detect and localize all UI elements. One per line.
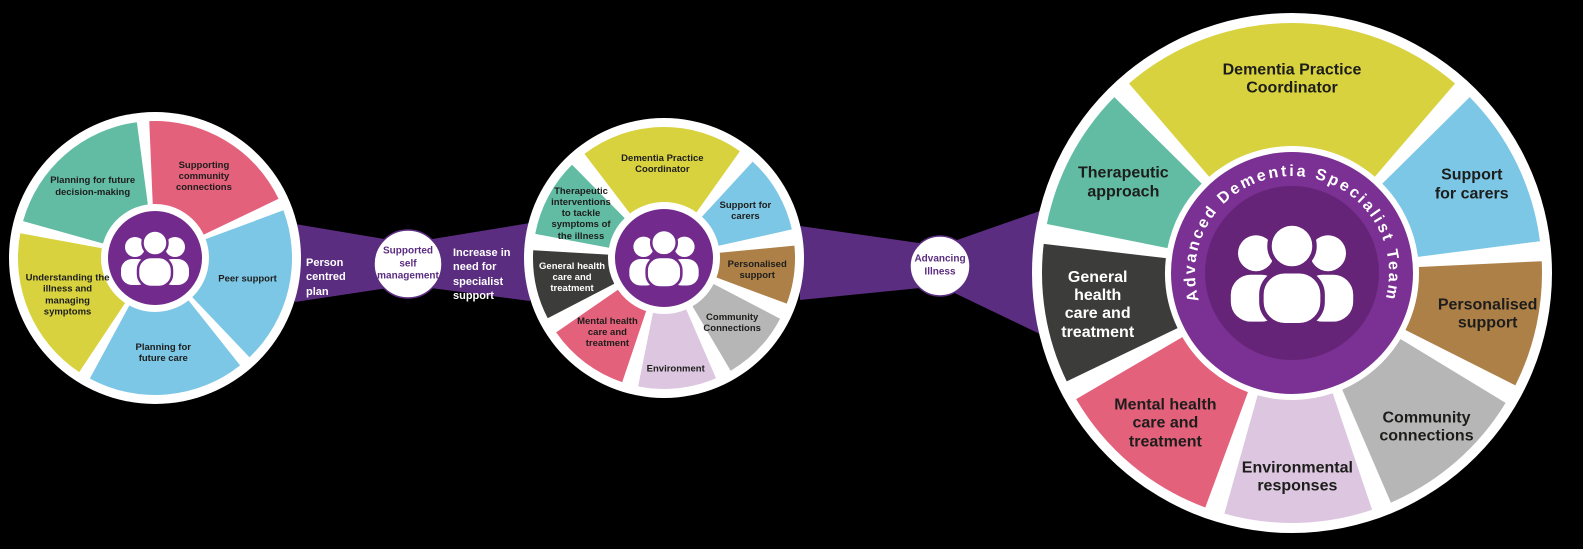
wheel-segment: [89, 300, 241, 396]
supported-self-management-wheel: [524, 118, 804, 398]
wheel-segment: [1076, 337, 1248, 508]
wheel-segment: [1382, 97, 1540, 257]
wheel-segment: [535, 164, 625, 248]
wheel-segment: [1046, 97, 1202, 249]
wheel-segment: [149, 120, 279, 235]
wheel-segment: [701, 161, 792, 246]
advanced-dementia-specialist-team-wheel: Advanced Dementia Specialist Team: [1032, 13, 1552, 533]
people-group-icon: [629, 228, 699, 289]
advancing-illness-label: Advancing Illness: [914, 253, 966, 278]
wheels-layer: Advanced Dementia Specialist Team: [9, 13, 1552, 533]
wheel-segment: [1128, 23, 1456, 177]
supported-self-management-label: Supported self management: [377, 245, 439, 282]
wheel-segment: [638, 309, 717, 390]
wheel-segment: [192, 210, 293, 358]
wheel-segment: [1224, 393, 1373, 523]
people-group-icon: [1230, 221, 1354, 328]
wheel-segment: [1042, 243, 1178, 382]
wheel-segment: [1342, 338, 1506, 503]
increase-specialist-support-label: Increase in need for specialist support: [453, 247, 511, 302]
wheel-segment: [1405, 261, 1542, 386]
wheel-segment: [692, 283, 781, 371]
people-group-icon: [121, 229, 189, 289]
supported-self-management-circle: [373, 229, 443, 299]
wheel-segment: [23, 122, 148, 244]
wheel-segment: [532, 250, 615, 319]
wheel-segment: [18, 233, 126, 373]
wheel-segment: [584, 126, 740, 214]
wheel-segment: [716, 245, 796, 304]
wheel-segment: [556, 289, 647, 383]
person-centred-plan-wheel: [9, 112, 301, 404]
advancing-illness-circle: [909, 235, 971, 297]
person-centred-plan-label: Person centred plan: [306, 257, 346, 298]
